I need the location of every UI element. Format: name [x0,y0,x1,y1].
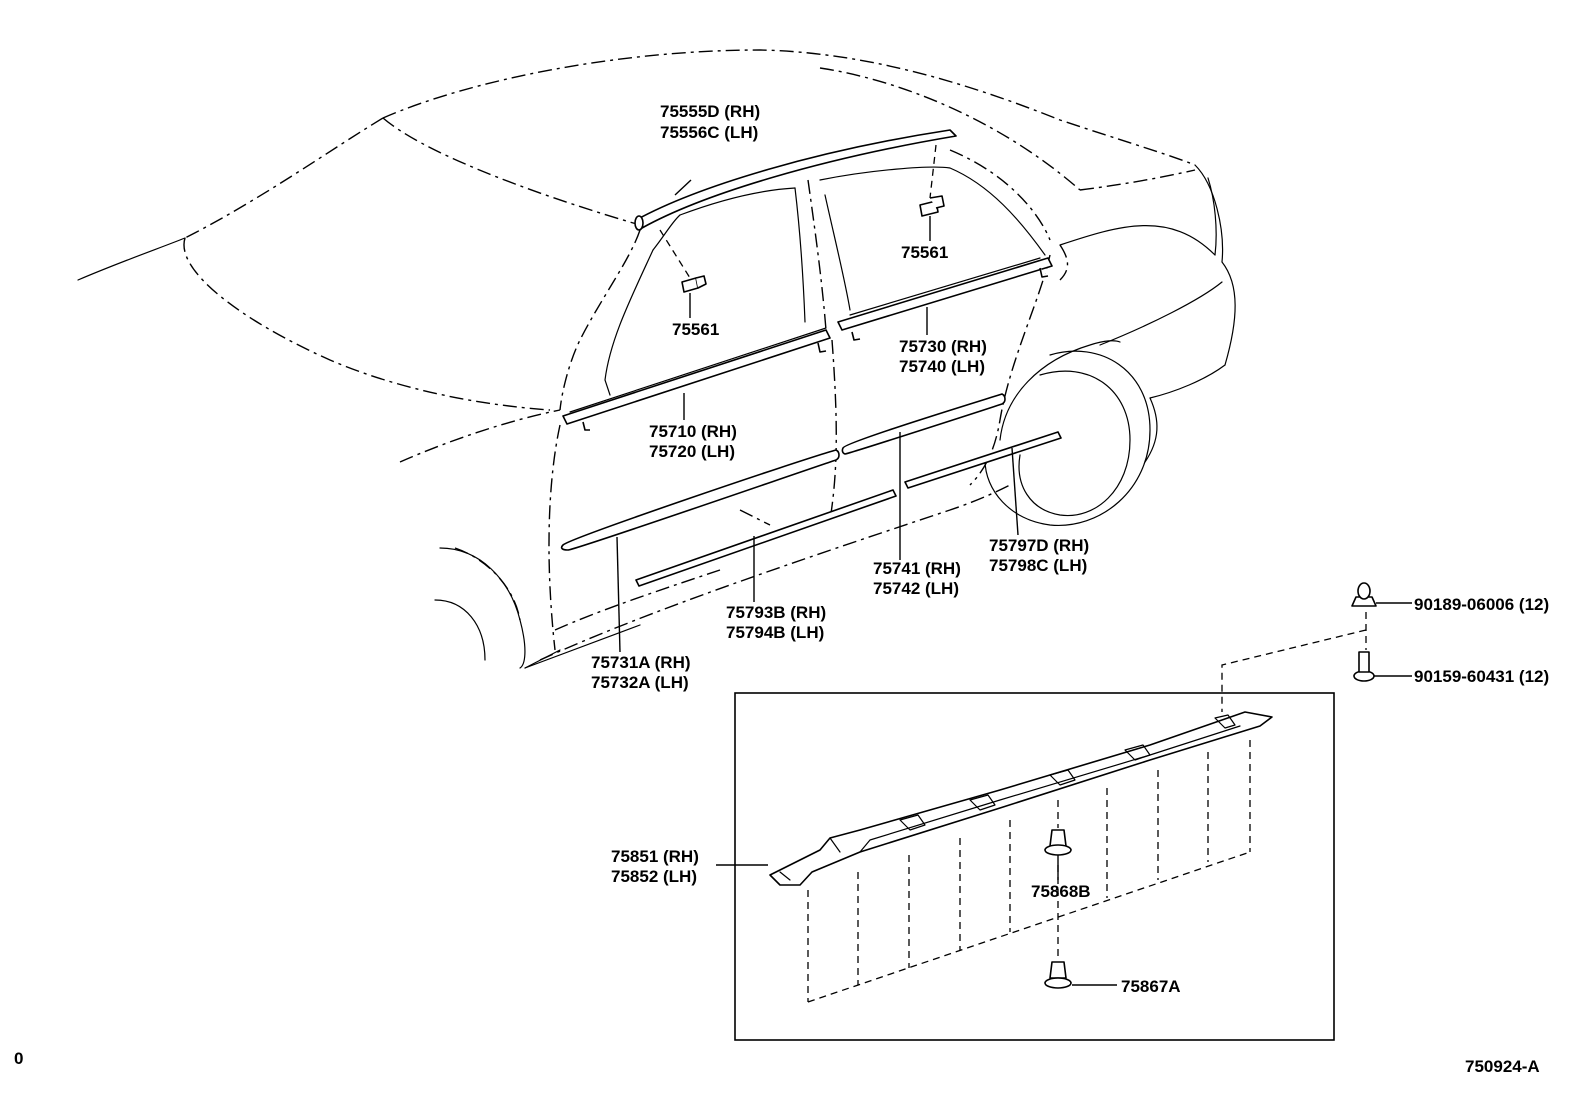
label-clip-front: 75561 [672,320,719,339]
label-75555d: 75555D (RH) [660,102,760,121]
label-75794b: 75794B (LH) [726,623,824,642]
front-door-molding-part [560,449,840,551]
label-75732a: 75732A (LH) [591,673,689,692]
label-clip-rear: 75561 [901,243,948,262]
nut-part [1351,582,1412,607]
car-body-outline [77,49,1236,669]
label-75740: 75740 (LH) [899,357,985,376]
rocker-panel-part [769,711,1273,886]
label-75556c: 75556C (LH) [660,123,758,142]
clip-vertical-guides [807,740,1251,1003]
label-75852: 75852 (LH) [611,867,697,886]
label-75793b: 75793B (RH) [726,603,826,622]
callout-front-door-molding: 75731A (RH) 75732A (LH) [591,653,691,692]
callout-rocker-molding: 75793B (RH) 75794B (LH) [726,603,826,642]
label-75742: 75742 (LH) [873,579,959,598]
label-75720: 75720 (LH) [649,442,735,461]
callout-rocker-panel: 75851 (RH) 75852 (LH) [611,847,699,886]
callout-quarter-molding: 75797D (RH) 75798C (LH) [989,536,1089,575]
callout-roof-molding: 75555D (RH) 75556C (LH) [660,102,760,142]
label-clip-upper: 75868B [1031,882,1091,901]
footer-left-index: 0 [14,1049,23,1068]
quarter-molding-part [904,431,1062,489]
figure-number: 750924-A [1465,1057,1540,1076]
rocker-molding-part [635,489,897,587]
label-75710: 75710 (RH) [649,422,737,441]
clip-upper-part [1044,829,1072,880]
clip-front-part [659,229,707,293]
bolt-part [1353,612,1412,682]
front-belt-molding-part [562,327,831,431]
leader-lines [616,179,1019,866]
label-75851: 75851 (RH) [611,847,699,866]
callout-front-belt-molding: 75710 (RH) 75720 (LH) [649,422,737,461]
clip-lower-part [1044,961,1117,989]
detail-frame [734,692,1335,1041]
clip-rear-part [919,144,945,217]
label-75730: 75730 (RH) [899,337,987,356]
roof-drip-molding [634,129,957,231]
fastener-guide-line [1221,629,1367,712]
label-75741: 75741 (RH) [873,559,961,578]
label-75797d: 75797D (RH) [989,536,1089,555]
rear-belt-molding-part [837,257,1053,341]
callout-rear-belt-molding: 75730 (RH) 75740 (LH) [899,337,987,376]
label-75731a: 75731A (RH) [591,653,691,672]
label-nut: 90189-06006 (12) [1414,595,1549,614]
label-bolt: 90159-60431 (12) [1414,667,1549,686]
callout-rear-door-molding: 75741 (RH) 75742 (LH) [873,559,961,598]
label-75798c: 75798C (LH) [989,556,1087,575]
rear-door-molding-part [841,393,1006,455]
label-clip-lower: 75867A [1121,977,1181,996]
